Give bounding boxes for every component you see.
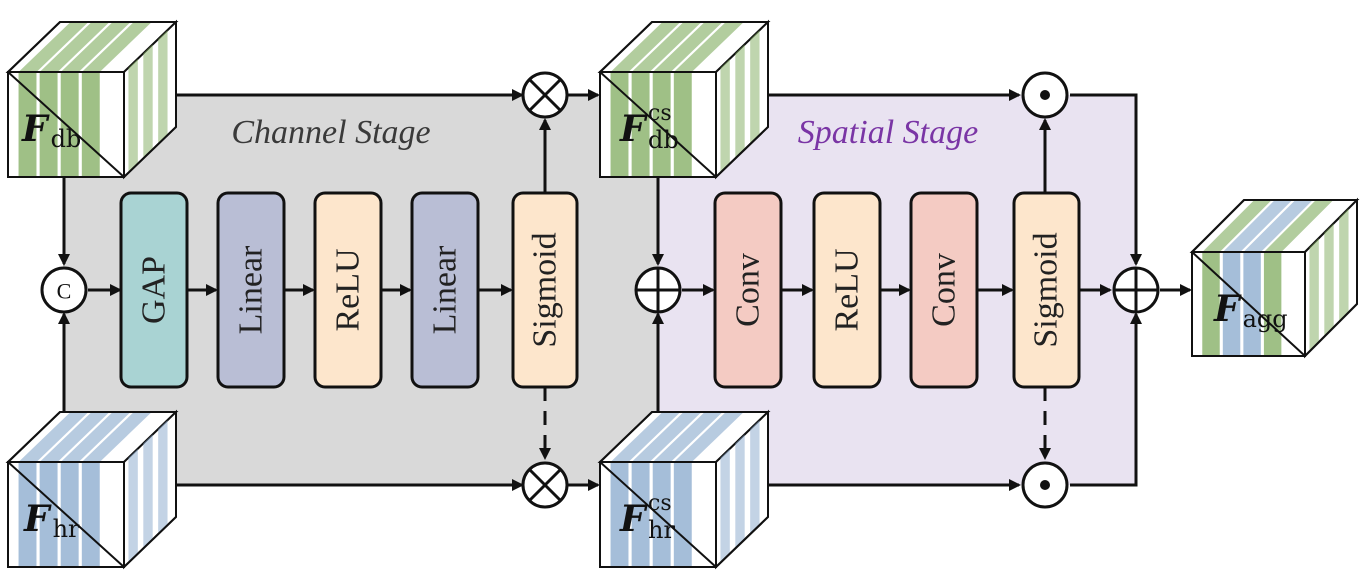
svg-text:ReLU: ReLU <box>829 248 866 331</box>
sigmoid-block-1: Sigmoid <box>511 191 579 389</box>
gap-block: GAP <box>119 191 189 389</box>
dot-operator-top <box>1021 71 1069 119</box>
channel-stage-label: Channel Stage <box>231 114 430 151</box>
svg-text:cs: cs <box>648 101 672 126</box>
conv-block-2: Conv <box>909 191 979 389</box>
feature-cube-f-hr-cs <box>597 409 771 570</box>
concat-operator: C <box>40 266 88 314</box>
multiply-operator-top <box>521 71 569 119</box>
feature-cube-f-agg <box>1189 197 1360 359</box>
relu-block-1: ReLU <box>313 191 383 389</box>
svg-text:Linear: Linear <box>233 245 270 334</box>
dot-operator-bottom <box>1021 461 1069 509</box>
svg-text:Conv: Conv <box>730 253 767 327</box>
label-f-hr-cs: F cs hr <box>619 491 675 544</box>
svg-text:cs: cs <box>648 491 672 516</box>
feature-cube-f-hr <box>5 409 179 570</box>
svg-text:C: C <box>57 279 72 304</box>
sigmoid-block-2: Sigmoid <box>1012 191 1081 389</box>
label-f-db-cs: F cs db <box>619 101 679 154</box>
relu-block-2: ReLU <box>812 191 882 389</box>
linear-block-2: Linear <box>410 191 480 389</box>
svg-text:GAP: GAP <box>136 256 173 324</box>
svg-text:F: F <box>619 498 648 540</box>
linear-block-1: Linear <box>216 191 286 389</box>
multiply-operator-bottom <box>521 461 569 509</box>
svg-text:db: db <box>648 126 679 154</box>
svg-text:Linear: Linear <box>427 245 464 334</box>
svg-text:Sigmoid: Sigmoid <box>527 232 564 347</box>
svg-text:F: F <box>619 108 648 150</box>
feature-cube-f-db <box>5 19 179 180</box>
add-operator-2 <box>1112 266 1160 314</box>
svg-text:Conv: Conv <box>926 253 963 327</box>
svg-text:ReLU: ReLU <box>330 248 367 331</box>
svg-text:hr: hr <box>648 516 675 544</box>
conv-block-1: Conv <box>713 191 783 389</box>
add-operator-1 <box>634 266 682 314</box>
spatial-stage-label: Spatial Stage <box>798 114 978 151</box>
svg-text:Sigmoid: Sigmoid <box>1028 232 1065 347</box>
svg-text:Fhr: Fhr <box>23 498 80 543</box>
svg-text:Fdb: Fdb <box>21 108 81 153</box>
feature-cube-f-db-cs <box>597 19 771 180</box>
